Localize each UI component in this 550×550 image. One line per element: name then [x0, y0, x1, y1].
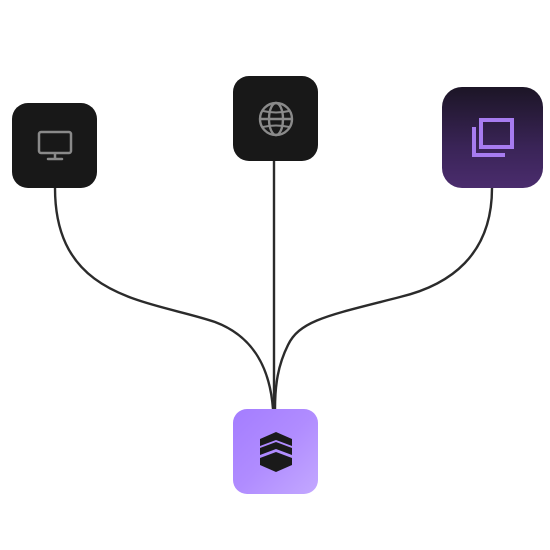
edge-monitor-to-hub	[53, 186, 275, 411]
monitor-node[interactable]	[12, 103, 97, 188]
globe-node[interactable]	[233, 76, 318, 161]
hub-node[interactable]	[233, 409, 318, 494]
monitor-icon	[37, 130, 72, 160]
layers-icon	[471, 117, 514, 157]
layers-node[interactable]	[442, 87, 543, 188]
globe-icon	[258, 101, 293, 136]
edge-layers-to-hub	[273, 186, 494, 411]
stacked-logo-icon	[259, 431, 292, 472]
